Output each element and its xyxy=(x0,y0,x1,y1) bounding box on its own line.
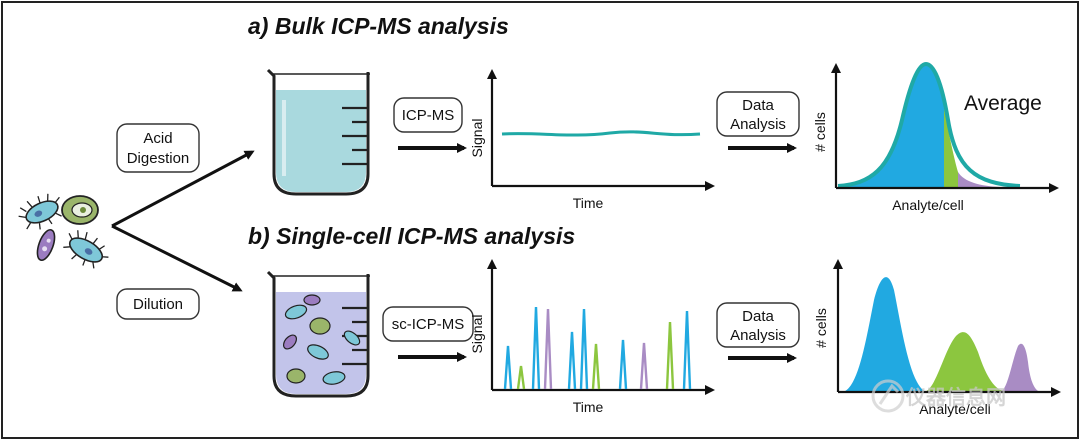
spike-4 xyxy=(543,308,553,390)
spike-10 xyxy=(665,321,675,390)
bulk-signal-axis-label: Signal xyxy=(469,119,485,158)
acid-digestion-line2: Digestion xyxy=(127,150,190,167)
data-analysis-box-bulk xyxy=(716,91,800,137)
data-analysis-box-single xyxy=(716,302,800,348)
bulk-time-axis-label: Time xyxy=(573,195,604,211)
single-analyte-axis-label: Analyte/cell xyxy=(919,401,991,417)
heading-single-cell: b) Single-cell ICP-MS analysis xyxy=(248,223,575,249)
spike-3 xyxy=(531,306,541,390)
bulk-signal-trace xyxy=(501,130,701,137)
single-cell-signal-plot xyxy=(487,259,715,395)
icp-ms-box xyxy=(393,97,463,133)
data-analysis-single-line2: Analysis xyxy=(730,327,786,344)
acid-digestion-line1: Acid xyxy=(143,130,172,147)
beaker-bulk-icon xyxy=(266,68,370,196)
peak-blue xyxy=(842,277,926,392)
single-signal-axis-label: Signal xyxy=(469,315,485,354)
average-peak-blue xyxy=(838,64,944,188)
heading-bulk: a) Bulk ICP-MS analysis xyxy=(248,13,509,39)
average-peak-outline xyxy=(837,61,1021,188)
spike-6 xyxy=(579,308,589,390)
branch-arrow-bulk xyxy=(111,150,255,228)
bulk-distribution-plot xyxy=(831,61,1059,193)
dilution-label: Dilution xyxy=(133,296,183,313)
watermark-logo xyxy=(871,379,905,413)
bulk-analyte-axis-label: Analyte/cell xyxy=(892,197,964,213)
acid-digestion-box xyxy=(116,123,200,173)
average-peak-purple xyxy=(958,172,1000,188)
average-label: Average xyxy=(964,92,1042,115)
peak-green xyxy=(924,332,1006,392)
spike-2 xyxy=(516,365,526,390)
spike-11 xyxy=(682,310,692,390)
spike-7 xyxy=(591,343,601,390)
cells-cluster-icon xyxy=(18,193,109,269)
spike-8 xyxy=(618,339,628,390)
sc-icp-ms-label: sc-ICP-MS xyxy=(392,316,465,333)
peak-purple xyxy=(1000,343,1040,392)
data-analysis-bulk-line1: Data xyxy=(742,97,774,114)
icp-ms-label: ICP-MS xyxy=(402,107,455,124)
spike-1 xyxy=(503,345,513,390)
bulk-signal-plot xyxy=(487,69,715,191)
spike-9 xyxy=(639,342,649,390)
bulk-cells-axis-label: # cells xyxy=(812,112,828,152)
dilution-box xyxy=(116,288,200,320)
data-analysis-bulk-line2: Analysis xyxy=(730,116,786,133)
beaker-single-cell-icon xyxy=(266,270,370,398)
watermark-text: 仪器信息网 xyxy=(905,385,1006,409)
single-time-axis-label: Time xyxy=(573,399,604,415)
spike-5 xyxy=(567,331,577,390)
data-analysis-single-line1: Data xyxy=(742,308,774,325)
single-cells-axis-label: # cells xyxy=(813,308,829,348)
sc-icp-ms-box xyxy=(382,306,474,342)
branch-arrow-single xyxy=(111,224,243,292)
